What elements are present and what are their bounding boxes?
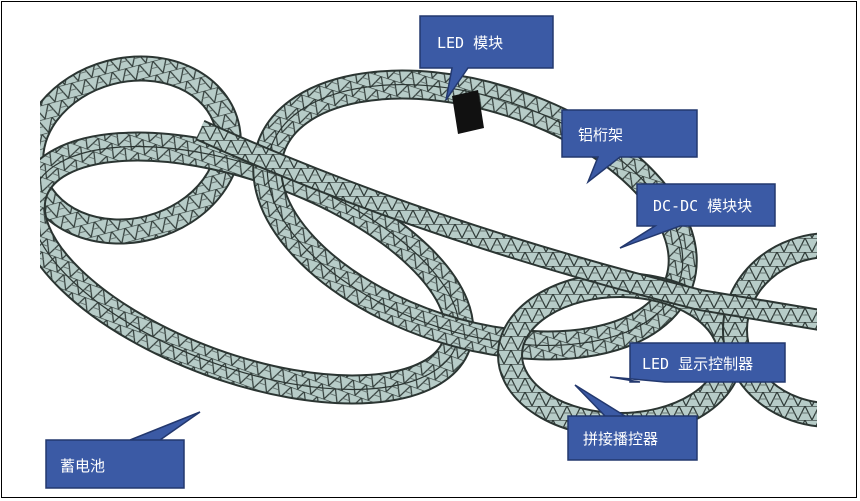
led-module-block [452, 90, 484, 134]
truss-beam-connector [195, 119, 817, 331]
callout-led-module [419, 15, 554, 101]
truss-ring-far-right [722, 232, 817, 428]
callout-aluminum-truss-label: 铝桁架 [578, 126, 624, 144]
truss-ring-large-center [252, 69, 698, 361]
callout-aluminum-truss [561, 109, 698, 185]
callout-dcdc-module-label: DC-DC 模块块 [653, 197, 753, 215]
truss-ring-top-left [40, 55, 242, 245]
callout-battery [45, 411, 201, 489]
callout-led-module-label: LED 模块 [437, 34, 504, 52]
callout-led-controller [609, 342, 786, 383]
callout-splicing-player-label: 拼接播控器 [583, 430, 659, 448]
callout-splicing-player [567, 384, 698, 461]
callout-dcdc-module [619, 183, 776, 249]
callout-led-controller-label: LED 显示控制器 [642, 355, 754, 373]
callout-battery-label: 蓄电池 [60, 457, 106, 475]
